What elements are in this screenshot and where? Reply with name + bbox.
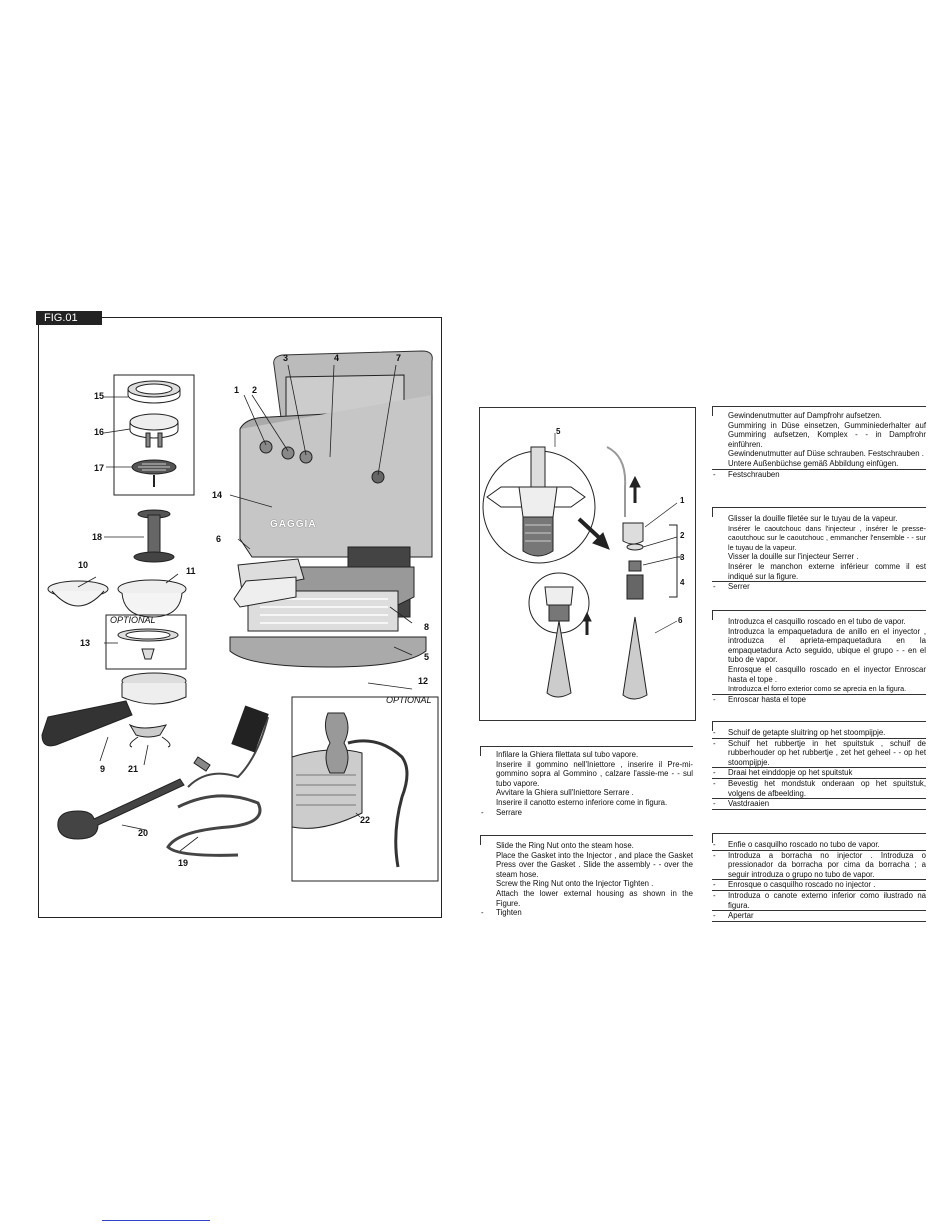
pt-step-3: Enrosque o casquilho roscado no injector…	[712, 880, 926, 891]
fr-step-2: Insérer le caoutchouc dans l'injecteur ,…	[728, 523, 926, 552]
it-step-2: Inserire il gommino nell'Iniettore , ins…	[496, 759, 693, 788]
optional-box	[105, 614, 187, 670]
optional-label-left: OPTIONAL	[110, 615, 156, 625]
es-step-1: Introduzca el casquillo roscado en el tu…	[728, 617, 906, 626]
steam-callout-6: 6	[678, 616, 683, 625]
de-step-5: Festschrauben	[712, 468, 926, 480]
callout-15: 15	[94, 391, 105, 401]
instructions-dutch: Schuif de getapte sluitring op het stoom…	[712, 721, 926, 810]
steam-callout-2: 2	[680, 531, 685, 540]
it-step-1: Infilare la Ghiera filettata sul tubo va…	[496, 750, 639, 759]
callout-8: 8	[424, 622, 430, 632]
de-step-3: Gewindenutmutter auf Düse schrauben. Fes…	[728, 449, 924, 459]
pt-step-1: Enfie o casquilho roscado no tubo de vap…	[712, 840, 926, 851]
de-step-2: Gummiring in Düse einsetzen, Gumminieder…	[728, 420, 926, 449]
callout-12: 12	[418, 676, 429, 686]
es-step-2: Introduzca la empaquetadura de anillo en…	[728, 626, 926, 665]
en-step-2: Place the Gasket into the Injector , and…	[496, 850, 693, 879]
instructions-spanish: Introduzca el casquillo roscado en el tu…	[712, 610, 926, 705]
figure-frame	[38, 317, 442, 918]
callout-10: 10	[78, 560, 89, 570]
callout-4: 4	[334, 353, 340, 363]
exploded-view-diagram	[41, 350, 439, 882]
instructions-english: Slide the Ring Nut onto the steam hose. …	[480, 835, 693, 918]
nl-step-1: Schuif de getapte sluitring op het stoom…	[712, 728, 926, 739]
callout-11: 11	[186, 566, 196, 576]
callout-1: 1	[234, 385, 240, 395]
fr-step-1: Glisser la douille filetée sur le tuyau …	[728, 514, 898, 523]
footer-link-underline[interactable]	[102, 1220, 210, 1221]
instructions-french: Glisser la douille filetée sur le tuyau …	[712, 507, 926, 592]
en-step-4: Attach the lower external housing as sho…	[496, 888, 693, 908]
filter-parts-box	[113, 374, 195, 496]
callout-20: 20	[138, 828, 149, 838]
steam-callout-1: 1	[680, 496, 685, 505]
instructions-portuguese: Enfie o casquilho roscado no tubo de vap…	[712, 833, 926, 922]
callout-18: 18	[92, 532, 103, 542]
fr-step-5: Serrer	[712, 581, 926, 592]
es-step-4: Introduzca el forro exterior como se apr…	[728, 684, 907, 694]
callout-3: 3	[283, 353, 289, 363]
en-step-1: Slide the Ring Nut onto the steam hose.	[496, 841, 634, 850]
pt-step-5: Apertar	[712, 911, 926, 922]
figure-frame-top	[102, 317, 442, 318]
en-step-5: Tighten	[480, 908, 693, 918]
de-step-4: Untere Außenbüchse gemäß Abbildung einfü…	[728, 458, 899, 468]
callout-17: 17	[94, 463, 105, 473]
steam-wand-diagram-box	[479, 407, 696, 721]
callout-14: 14	[212, 490, 223, 500]
callout-21: 21	[128, 764, 139, 774]
callout-19: 19	[178, 858, 189, 868]
nl-step-4: Bevestig het mondstuk onderaan op het sp…	[712, 779, 926, 800]
steam-wand-diagram	[482, 433, 683, 700]
instructions-german: Gewindenutmutter auf Dampfrohr aufsetzen…	[712, 406, 926, 480]
optional-label-right: OPTIONAL	[386, 695, 432, 705]
callout-13: 13	[80, 638, 91, 648]
gaggia-logo: GAGGIA	[270, 519, 317, 530]
it-step-5: Serrare	[480, 808, 693, 818]
nl-step-3: Draai het einddopje op het spuitstuk	[712, 768, 926, 779]
fr-step-4: Insérer le manchon externe inférieur com…	[728, 561, 926, 581]
callout-22: 22	[360, 815, 371, 825]
callout-2: 2	[252, 385, 258, 395]
es-step-5: Enroscar hasta el tope	[712, 693, 926, 705]
steam-callout-4: 4	[680, 578, 685, 587]
fr-step-3: Visser la douille sur l'injecteur Serrer…	[728, 552, 859, 562]
it-step-3: Avvitare la Ghiera sull'Iniettore Serrar…	[496, 788, 634, 798]
es-step-3: Enrosque el casquillo roscado en el inye…	[728, 664, 926, 684]
callout-6: 6	[216, 534, 222, 544]
instructions-italian: Infilare la Ghiera filettata sul tubo va…	[480, 746, 693, 818]
de-step-1: Gewindenutmutter auf Dampfrohr aufsetzen…	[728, 411, 882, 420]
callout-5: 5	[424, 652, 430, 662]
nl-step-2: Schuif het rubbertje in het spuitstuk , …	[712, 739, 926, 769]
pt-step-2: Introduza a borracha no injector . Intro…	[712, 851, 926, 881]
pt-step-4: Introduza o canote externo inferior como…	[712, 891, 926, 912]
callout-7: 7	[396, 353, 402, 363]
callout-16: 16	[94, 427, 105, 437]
steam-callout-3: 3	[680, 553, 685, 562]
figure-tab: FIG.01	[36, 311, 102, 325]
it-step-4: Inserire il canotto esterno inferiore co…	[496, 797, 668, 807]
callout-9: 9	[100, 764, 106, 774]
nl-step-5: Vastdraaien	[712, 799, 926, 810]
steam-callout-5: 5	[556, 427, 561, 436]
en-step-3: Screw the Ring Nut onto the Injector Tig…	[496, 879, 654, 889]
